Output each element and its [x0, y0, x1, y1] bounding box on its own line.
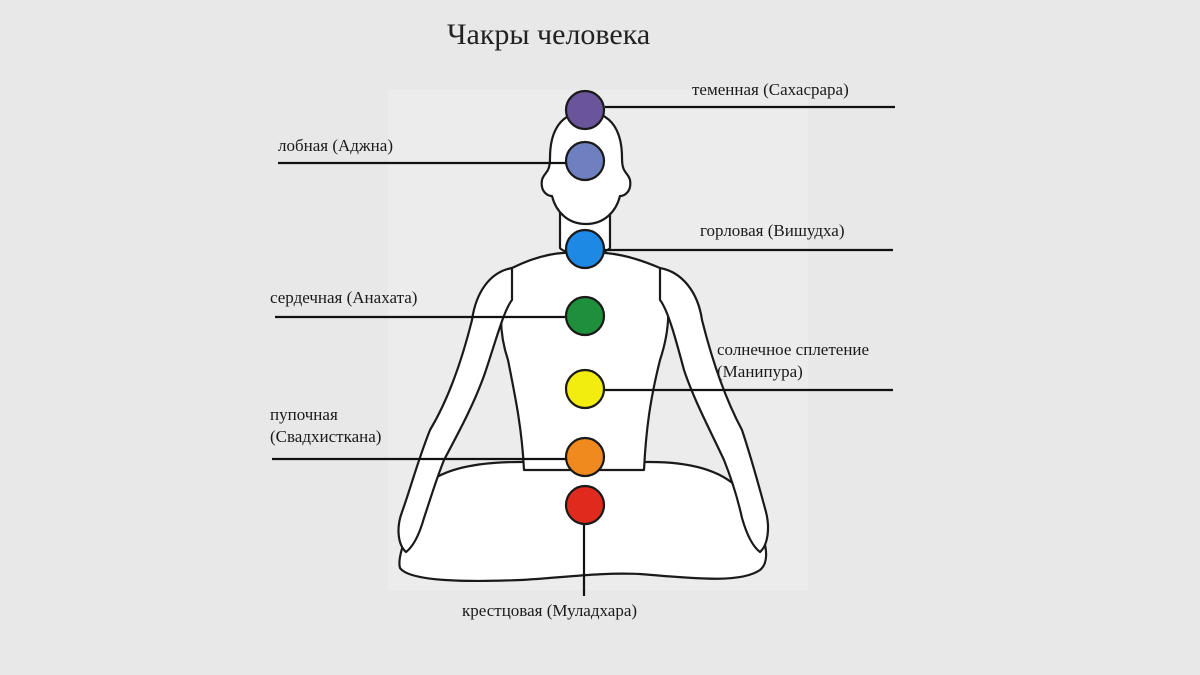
chakra-svadhisthana-circle — [564, 436, 606, 478]
chakra-muladhara-circle — [564, 484, 606, 526]
label-vishuddha: горловая (Вишудха) — [700, 221, 845, 240]
label-anahata: сердечная (Анахата) — [270, 288, 418, 307]
left-arm — [397, 266, 514, 554]
right-arm — [658, 266, 770, 554]
diagram-title: Чакры человека — [447, 18, 651, 51]
chakra-anahata-circle — [564, 295, 606, 337]
label-svadhisthana-line-1: пупочная — [270, 405, 338, 424]
label-sahasrara: теменная (Сахасрара) — [692, 80, 849, 99]
label-manipura-line-1: солнечное сплетение — [717, 340, 870, 359]
label-manipura: солнечное сплетение (Манипура) — [717, 339, 869, 383]
chakra-ajna-circle — [564, 140, 606, 182]
label-ajna: лобная (Аджна) — [278, 136, 393, 155]
label-muladhara: крестцовая (Муладхара) — [462, 601, 638, 620]
chakra-circles — [564, 89, 606, 526]
chakra-sahasrara-circle — [564, 89, 606, 131]
label-svadhisthana: пупочная (Свадхисткана) — [270, 404, 381, 448]
chakra-vishuddha-circle — [564, 228, 606, 270]
label-manipura-line-2: (Манипура) — [717, 362, 803, 381]
label-svadhisthana-line-2: (Свадхисткана) — [270, 427, 382, 446]
chakra-manipura-circle — [564, 368, 606, 410]
leader-lines — [272, 105, 895, 596]
